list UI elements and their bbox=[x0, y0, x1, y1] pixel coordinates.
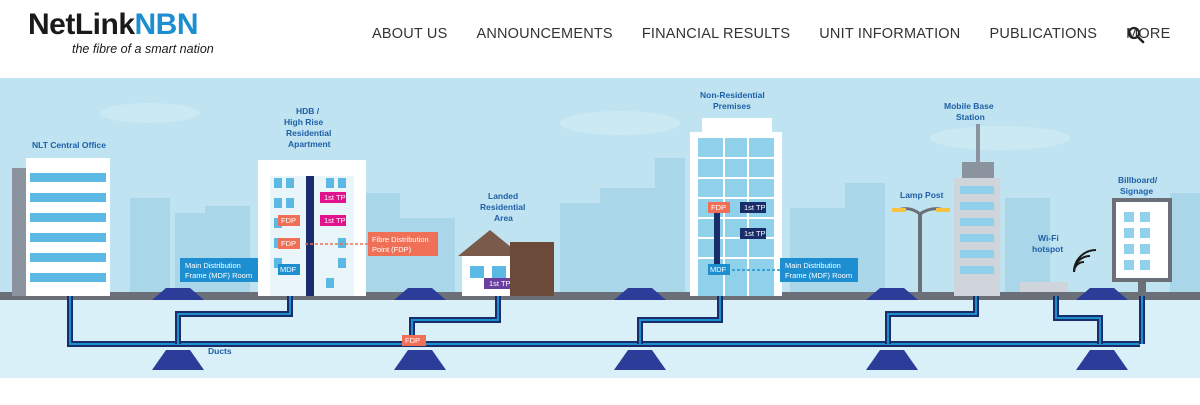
nav-announcements[interactable]: ANNOUNCEMENTS bbox=[476, 26, 613, 42]
label-mobile-2: Station bbox=[956, 112, 985, 122]
duct-network bbox=[67, 296, 1145, 347]
hdb-tp-1: 1st TP bbox=[320, 192, 346, 203]
svg-text:MDF: MDF bbox=[280, 265, 297, 274]
logo-nbn-text: NBN bbox=[134, 8, 199, 41]
logo-netlink-text: NetLink bbox=[28, 8, 135, 41]
search-icon[interactable] bbox=[1127, 26, 1145, 44]
svg-text:1st TP: 1st TP bbox=[324, 216, 346, 225]
svg-text:Main Distribution: Main Distribution bbox=[185, 261, 241, 270]
label-ducts: Ducts bbox=[208, 346, 232, 356]
svg-text:FDP: FDP bbox=[711, 203, 726, 212]
label-billboard-2: Signage bbox=[1120, 186, 1153, 196]
nonres-tp-1: 1st TP bbox=[740, 202, 766, 213]
site-header: NetLinkNBN the fibre of a smart nation A… bbox=[0, 0, 1200, 78]
mobile-base-station bbox=[954, 124, 1000, 296]
svg-text:Point (FDP): Point (FDP) bbox=[372, 245, 412, 254]
hdb-tp-2: 1st TP bbox=[320, 215, 346, 226]
ground-line bbox=[0, 292, 1200, 300]
svg-text:FDP: FDP bbox=[281, 216, 296, 225]
svg-text:1st TP: 1st TP bbox=[324, 193, 346, 202]
landed-house: 1st TP bbox=[458, 230, 554, 296]
label-mobile-1: Mobile Base bbox=[944, 101, 994, 111]
label-lamp-post: Lamp Post bbox=[900, 190, 944, 200]
svg-text:Main Distribution: Main Distribution bbox=[785, 261, 841, 270]
label-billboard-1: Billboard/ bbox=[1118, 175, 1158, 185]
duct-manholes bbox=[152, 288, 1128, 370]
logo-tagline: the fibre of a smart nation bbox=[72, 42, 214, 56]
label-hdb-4: Apartment bbox=[288, 139, 331, 149]
hdb-building bbox=[258, 160, 366, 296]
hdb-fdp-1: FDP bbox=[278, 215, 300, 226]
svg-text:Fibre Distribution: Fibre Distribution bbox=[372, 235, 429, 244]
label-hdb-3: Residential bbox=[286, 128, 331, 138]
hdb-mdf: MDF bbox=[278, 264, 300, 275]
nonres-mdf-callout: Main Distribution Frame (MDF) Room bbox=[732, 258, 858, 282]
label-landed-3: Area bbox=[494, 213, 513, 223]
network-diagram: NLT Central Office Main Distribution Fra… bbox=[0, 78, 1200, 378]
central-office-mdf-callout: Main Distribution Frame (MDF) Room bbox=[180, 258, 274, 282]
clouds bbox=[100, 103, 1070, 150]
nonres-fdp: FDP bbox=[708, 202, 730, 213]
logo-wordmark: NetLinkNBN bbox=[28, 10, 214, 40]
svg-text:1st TP: 1st TP bbox=[744, 203, 766, 212]
label-landed-1: Landed bbox=[488, 191, 518, 201]
billboard bbox=[1112, 198, 1172, 292]
nav-financial-results[interactable]: FINANCIAL RESULTS bbox=[641, 26, 791, 42]
svg-text:FDP: FDP bbox=[281, 239, 296, 248]
landed-tp: 1st TP bbox=[489, 279, 511, 288]
svg-text:Frame (MDF) Room: Frame (MDF) Room bbox=[185, 271, 252, 280]
label-landed-2: Residential bbox=[480, 202, 525, 212]
svg-text:FDP: FDP bbox=[405, 336, 420, 345]
nav-publications[interactable]: PUBLICATIONS bbox=[989, 26, 1098, 42]
label-nonres-2: Premises bbox=[713, 101, 751, 111]
lamp-post bbox=[892, 207, 950, 296]
nav-about-us[interactable]: ABOUT US bbox=[372, 26, 448, 42]
nonres-tp-2: 1st TP bbox=[740, 228, 766, 239]
label-nonres-1: Non-Residential bbox=[700, 90, 765, 100]
duct-fdp: FDP bbox=[402, 335, 426, 346]
label-wifi-2: hotspot bbox=[1032, 244, 1063, 254]
non-residential-tower bbox=[690, 118, 782, 296]
label-central-office: NLT Central Office bbox=[32, 140, 106, 150]
label-hdb-2: High Rise bbox=[284, 117, 323, 127]
nav-unit-information[interactable]: UNIT INFORMATION bbox=[819, 26, 961, 42]
label-hdb-1: HDB / bbox=[296, 106, 320, 116]
svg-text:Frame (MDF) Room: Frame (MDF) Room bbox=[785, 271, 852, 280]
netlink-logo[interactable]: NetLinkNBN the fibre of a smart nation bbox=[28, 10, 214, 57]
hdb-fdp-2: FDP bbox=[278, 238, 300, 249]
label-wifi-1: Wi-Fi bbox=[1038, 233, 1059, 243]
wifi-router bbox=[1020, 249, 1097, 292]
svg-text:1st TP: 1st TP bbox=[744, 229, 766, 238]
main-nav: ABOUT US ANNOUNCEMENTS FINANCIAL RESULTS… bbox=[372, 26, 1199, 42]
svg-text:MDF: MDF bbox=[710, 265, 727, 274]
central-office-building bbox=[12, 158, 110, 296]
nonres-mdf: MDF bbox=[708, 264, 730, 275]
hdb-fdp-callout: Fibre Distribution Point (FDP) bbox=[304, 232, 438, 256]
